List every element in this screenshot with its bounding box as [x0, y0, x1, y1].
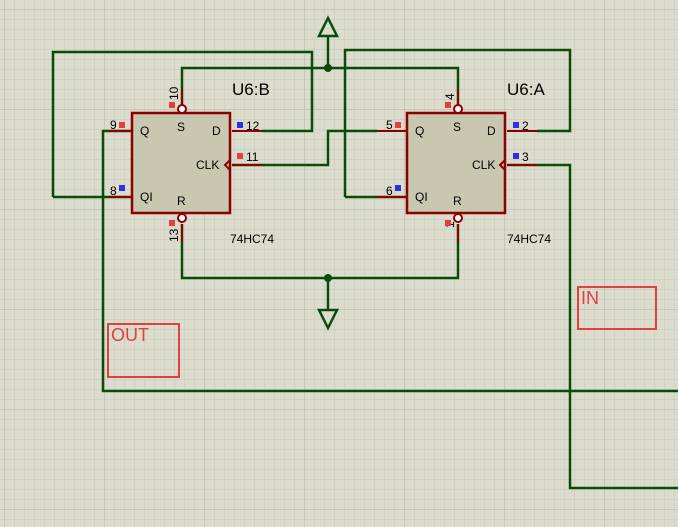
pin-name-qi-u6a: QI: [415, 190, 428, 204]
pin-num-d-u6a: 2: [522, 119, 529, 133]
chip-body-u6a: [405, 111, 507, 215]
wire-in: [507, 163, 678, 490]
pin-name-r-u6a: R: [453, 194, 462, 208]
marker-s-u6b: [169, 102, 175, 108]
pin-markers-u6b: [119, 102, 243, 226]
chip-body-u6b: [130, 111, 232, 215]
set-bubble-u6a: [453, 104, 463, 114]
junctions: [324, 64, 332, 282]
wire-clk-b: [232, 129, 377, 167]
marker-clk-u6a: [513, 153, 519, 159]
pin-name-clk-u6a: CLK: [472, 158, 495, 172]
out-label[interactable]: OUT: [107, 323, 180, 378]
pin-name-d-u6a: D: [487, 124, 496, 138]
pin-lines-u6a: [377, 90, 537, 242]
marker-d-u6b: [237, 122, 243, 128]
pin-num-q-u6b: 9: [110, 118, 117, 132]
power-terminal-icon[interactable]: [316, 15, 340, 38]
part-u6b: 74HC74: [230, 232, 274, 246]
clk-marker-u6b: [223, 157, 231, 173]
reset-bubble-u6b: [177, 213, 187, 223]
wire-reset-bus: [180, 224, 460, 280]
pin-name-d-u6b: D: [212, 124, 221, 138]
marker-s-u6a: [445, 102, 451, 108]
part-u6a: 74HC74: [507, 232, 551, 246]
pin-name-clk-u6b: CLK: [196, 158, 219, 172]
pin-num-clk-u6a: 3: [522, 150, 529, 164]
pin-num-qi-u6b: 8: [110, 184, 117, 198]
marker-qi-u6b: [119, 185, 125, 191]
marker-r-u6b: [169, 220, 175, 226]
wire-qb-feedback: [51, 50, 314, 197]
pin-num-s-u6b: 10: [167, 86, 181, 100]
marker-qi-u6a: [395, 185, 401, 191]
pin-num-qi-u6a: 6: [386, 184, 393, 198]
flipflop-u6b[interactable]: U6:B 74HC74 Q QI D CLK S R 9 8 12 11 10 …: [109, 80, 274, 246]
ref-u6a: U6:A: [507, 80, 545, 99]
pin-name-r-u6b: R: [177, 194, 186, 208]
marker-q-u6b: [119, 122, 125, 128]
pin-num-r-u6b: 13: [167, 228, 181, 242]
marker-q-u6a: [395, 122, 401, 128]
junction-gnd: [324, 274, 332, 282]
wire-da: [343, 48, 572, 197]
pin-markers-u6a: [395, 102, 519, 226]
pin-name-s-u6a: S: [453, 120, 461, 134]
ground-terminal-icon[interactable]: [316, 308, 340, 331]
set-bubble-u6b: [177, 104, 187, 114]
pin-name-s-u6b: S: [177, 120, 185, 134]
in-label[interactable]: IN: [577, 286, 657, 330]
pin-num-clk-u6b: 11: [246, 150, 259, 164]
wire-set-bus: [180, 66, 460, 108]
pin-name-q-u6b: Q: [140, 124, 149, 138]
pin-name-qi-u6b: QI: [140, 190, 153, 204]
reset-bubble-u6a: [453, 213, 463, 223]
junction-vcc: [324, 64, 332, 72]
pin-num-s-u6a: 4: [443, 93, 457, 100]
marker-clk-u6b: [237, 153, 243, 159]
pin-lines-u6b: [109, 90, 262, 242]
marker-r-u6a: [445, 220, 451, 226]
pin-num-d-u6b: 12: [246, 119, 260, 133]
marker-d-u6a: [513, 122, 519, 128]
ref-u6b: U6:B: [232, 80, 270, 99]
pin-name-q-u6a: Q: [415, 124, 424, 138]
clk-marker-u6a: [498, 157, 506, 173]
pin-num-q-u6a: 5: [386, 118, 393, 132]
flipflop-u6a[interactable]: U6:A 74HC74 Q QI D CLK S R 5 6 2 3 4 1: [377, 80, 551, 246]
